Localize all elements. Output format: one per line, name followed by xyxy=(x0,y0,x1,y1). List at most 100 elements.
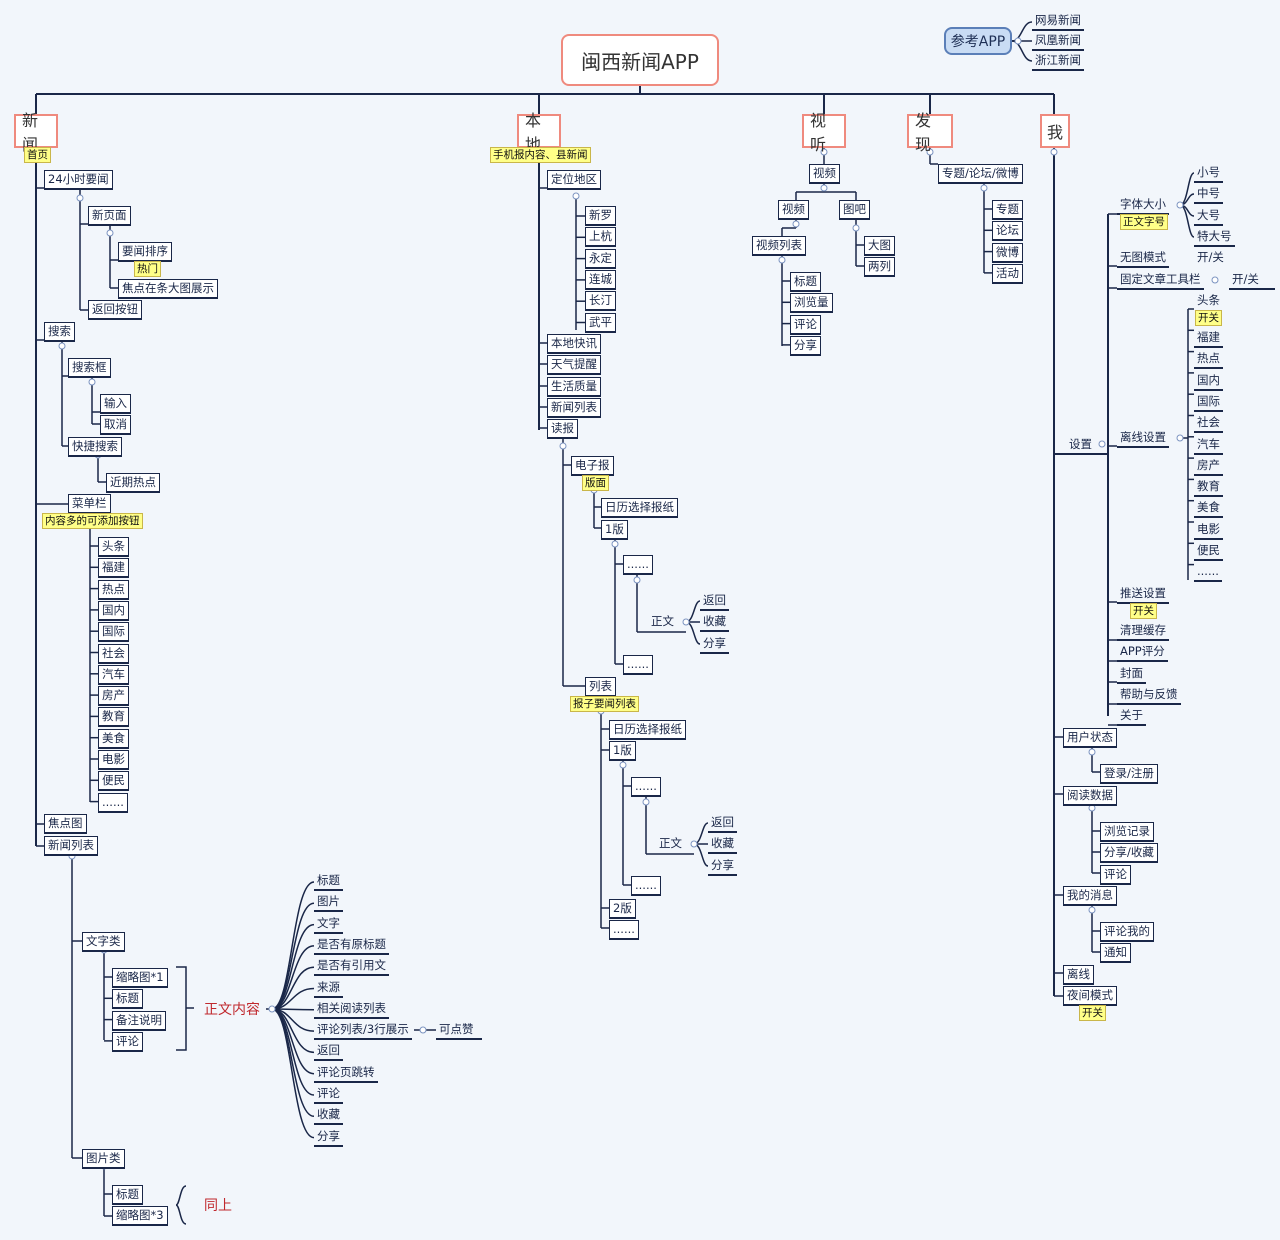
menu-item: 便民 xyxy=(98,771,129,792)
like-note: 可点赞 xyxy=(436,1021,482,1040)
me-user: 用户状态 xyxy=(1063,728,1117,748)
offline-item: 社会 xyxy=(1194,414,1223,434)
branch-local: 本地 xyxy=(517,111,561,154)
branch-media: 视听 xyxy=(802,111,846,154)
me-fix-value: 开/关 xyxy=(1229,271,1275,290)
region-item: 上杭 xyxy=(585,227,616,248)
me-help: 帮助与反馈 xyxy=(1117,686,1181,705)
news-pic-category: 图片类 xyxy=(82,1149,125,1169)
branch-news: 新闻 xyxy=(14,111,58,154)
menu-tag: 内容多的可添加按钮 xyxy=(42,513,143,529)
font-size-item: 大号 xyxy=(1194,207,1223,226)
font-size-item: 小号 xyxy=(1194,164,1223,183)
epaper-calendar: 日历选择报纸 xyxy=(601,498,678,518)
body-item: 文字 xyxy=(314,915,343,934)
local-life: 生活质量 xyxy=(547,377,601,397)
menu-item: 头条 xyxy=(98,537,129,557)
menu-item: 社会 xyxy=(98,643,129,664)
list-action: 分享 xyxy=(708,857,737,876)
me-notify: 通知 xyxy=(1100,943,1131,963)
reference-node: 参考APP xyxy=(944,27,1012,55)
body-item: 评论页跳转 xyxy=(314,1064,378,1083)
offline-item: 国内 xyxy=(1194,372,1223,391)
news-search-input: 输入 xyxy=(100,394,131,414)
offline-item: ...... xyxy=(1194,563,1222,583)
media-video-sub: 视频 xyxy=(778,200,809,220)
menu-item: 电影 xyxy=(98,750,129,770)
body-item: 分享 xyxy=(314,1128,343,1147)
discover-item: 活动 xyxy=(992,263,1023,284)
news-search: 搜索 xyxy=(44,322,75,342)
reference-item: 网易新闻 xyxy=(1032,12,1084,31)
offline-item: 国际 xyxy=(1194,393,1223,412)
list-edition-2: 2版 xyxy=(609,899,636,919)
news-sort: 要闻排序 xyxy=(118,242,172,262)
list-action: 收藏 xyxy=(708,835,737,854)
discover-item: 专题 xyxy=(992,200,1023,220)
night-tag: 开关 xyxy=(1079,1005,1106,1021)
list-action: 返回 xyxy=(708,814,737,833)
me-push: 推送设置 xyxy=(1117,585,1169,604)
menu-item: 国内 xyxy=(98,600,129,621)
me-offline: 离线设置 xyxy=(1117,429,1169,448)
offline-item: 热点 xyxy=(1194,350,1223,370)
list-dots: ...... xyxy=(631,876,661,896)
font-size-item: 特大号 xyxy=(1194,228,1235,247)
menu-item: ...... xyxy=(98,792,128,813)
body-item: 评论列表/3行展示 xyxy=(314,1021,412,1041)
me-night: 夜间模式 xyxy=(1063,986,1117,1006)
menu-item: 汽车 xyxy=(98,664,129,685)
menu-item: 美食 xyxy=(98,728,129,749)
news-search-cancel: 取消 xyxy=(100,415,131,435)
me-noimg: 无图模式 xyxy=(1117,249,1169,268)
me-offline2: 离线 xyxy=(1063,965,1094,985)
news-list: 新闻列表 xyxy=(44,836,98,856)
local-epaper: 电子报 xyxy=(571,456,614,476)
me-readdata: 阅读数据 xyxy=(1063,786,1117,806)
body-item: 返回 xyxy=(314,1042,343,1062)
menu-item: 福建 xyxy=(98,558,129,579)
local-news-list: 新闻列表 xyxy=(547,398,601,418)
me-login: 登录/注册 xyxy=(1100,764,1158,784)
me-font: 字体大小 xyxy=(1117,196,1169,215)
news-quick-search: 快捷搜索 xyxy=(68,437,122,457)
local-locate: 定位地区 xyxy=(547,170,601,190)
offline-item: 房产 xyxy=(1194,457,1223,476)
epaper-dots: ...... xyxy=(623,555,653,575)
epaper-action: 分享 xyxy=(700,635,729,654)
region-item: 新罗 xyxy=(585,206,616,226)
home-tag: 首页 xyxy=(24,147,51,163)
region-item: 连城 xyxy=(585,269,616,290)
news-focus-big: 焦点在条大图展示 xyxy=(118,279,218,299)
menu-item: 房产 xyxy=(98,686,129,707)
epaper-edition-1: 1版 xyxy=(601,520,628,540)
font-size-item: 中号 xyxy=(1194,185,1223,205)
news-back-button: 返回按钮 xyxy=(88,300,142,320)
local-tag: 手机报内容、县新闻 xyxy=(490,147,591,163)
list-tag: 报子要闻列表 xyxy=(570,696,639,712)
body-item: 图片 xyxy=(314,893,343,913)
me-rate: APP评分 xyxy=(1117,643,1168,662)
media-two-col: 两列 xyxy=(864,257,895,277)
me-fix-toolbar: 固定文章工具栏 xyxy=(1117,271,1204,290)
list-edition-1: 1版 xyxy=(609,741,636,761)
pic-item: 缩略图*3 xyxy=(112,1206,168,1226)
pic-item: 标题 xyxy=(112,1185,143,1205)
font-tag: 正文字号 xyxy=(1120,214,1168,230)
epaper-action: 收藏 xyxy=(700,613,729,632)
offline-item: 汽车 xyxy=(1194,436,1223,455)
epaper-body: 正文 xyxy=(651,614,674,628)
body-item: 是否有原标题 xyxy=(314,936,389,955)
offline-item: 福建 xyxy=(1194,329,1223,348)
media-tieba: 图吧 xyxy=(839,200,870,220)
local-read: 读报 xyxy=(547,419,578,439)
epaper-action: 返回 xyxy=(700,592,729,611)
offline-item: 教育 xyxy=(1194,478,1223,498)
layout-tag: 版面 xyxy=(582,475,609,491)
root-node: 闽西新闻APP xyxy=(561,34,719,86)
text-item: 评论 xyxy=(112,1031,143,1052)
news-newpage: 新页面 xyxy=(88,206,131,226)
me-msgs: 我的消息 xyxy=(1063,886,1117,906)
media-video: 视频 xyxy=(809,164,840,184)
offline-item: 便民 xyxy=(1194,542,1223,561)
